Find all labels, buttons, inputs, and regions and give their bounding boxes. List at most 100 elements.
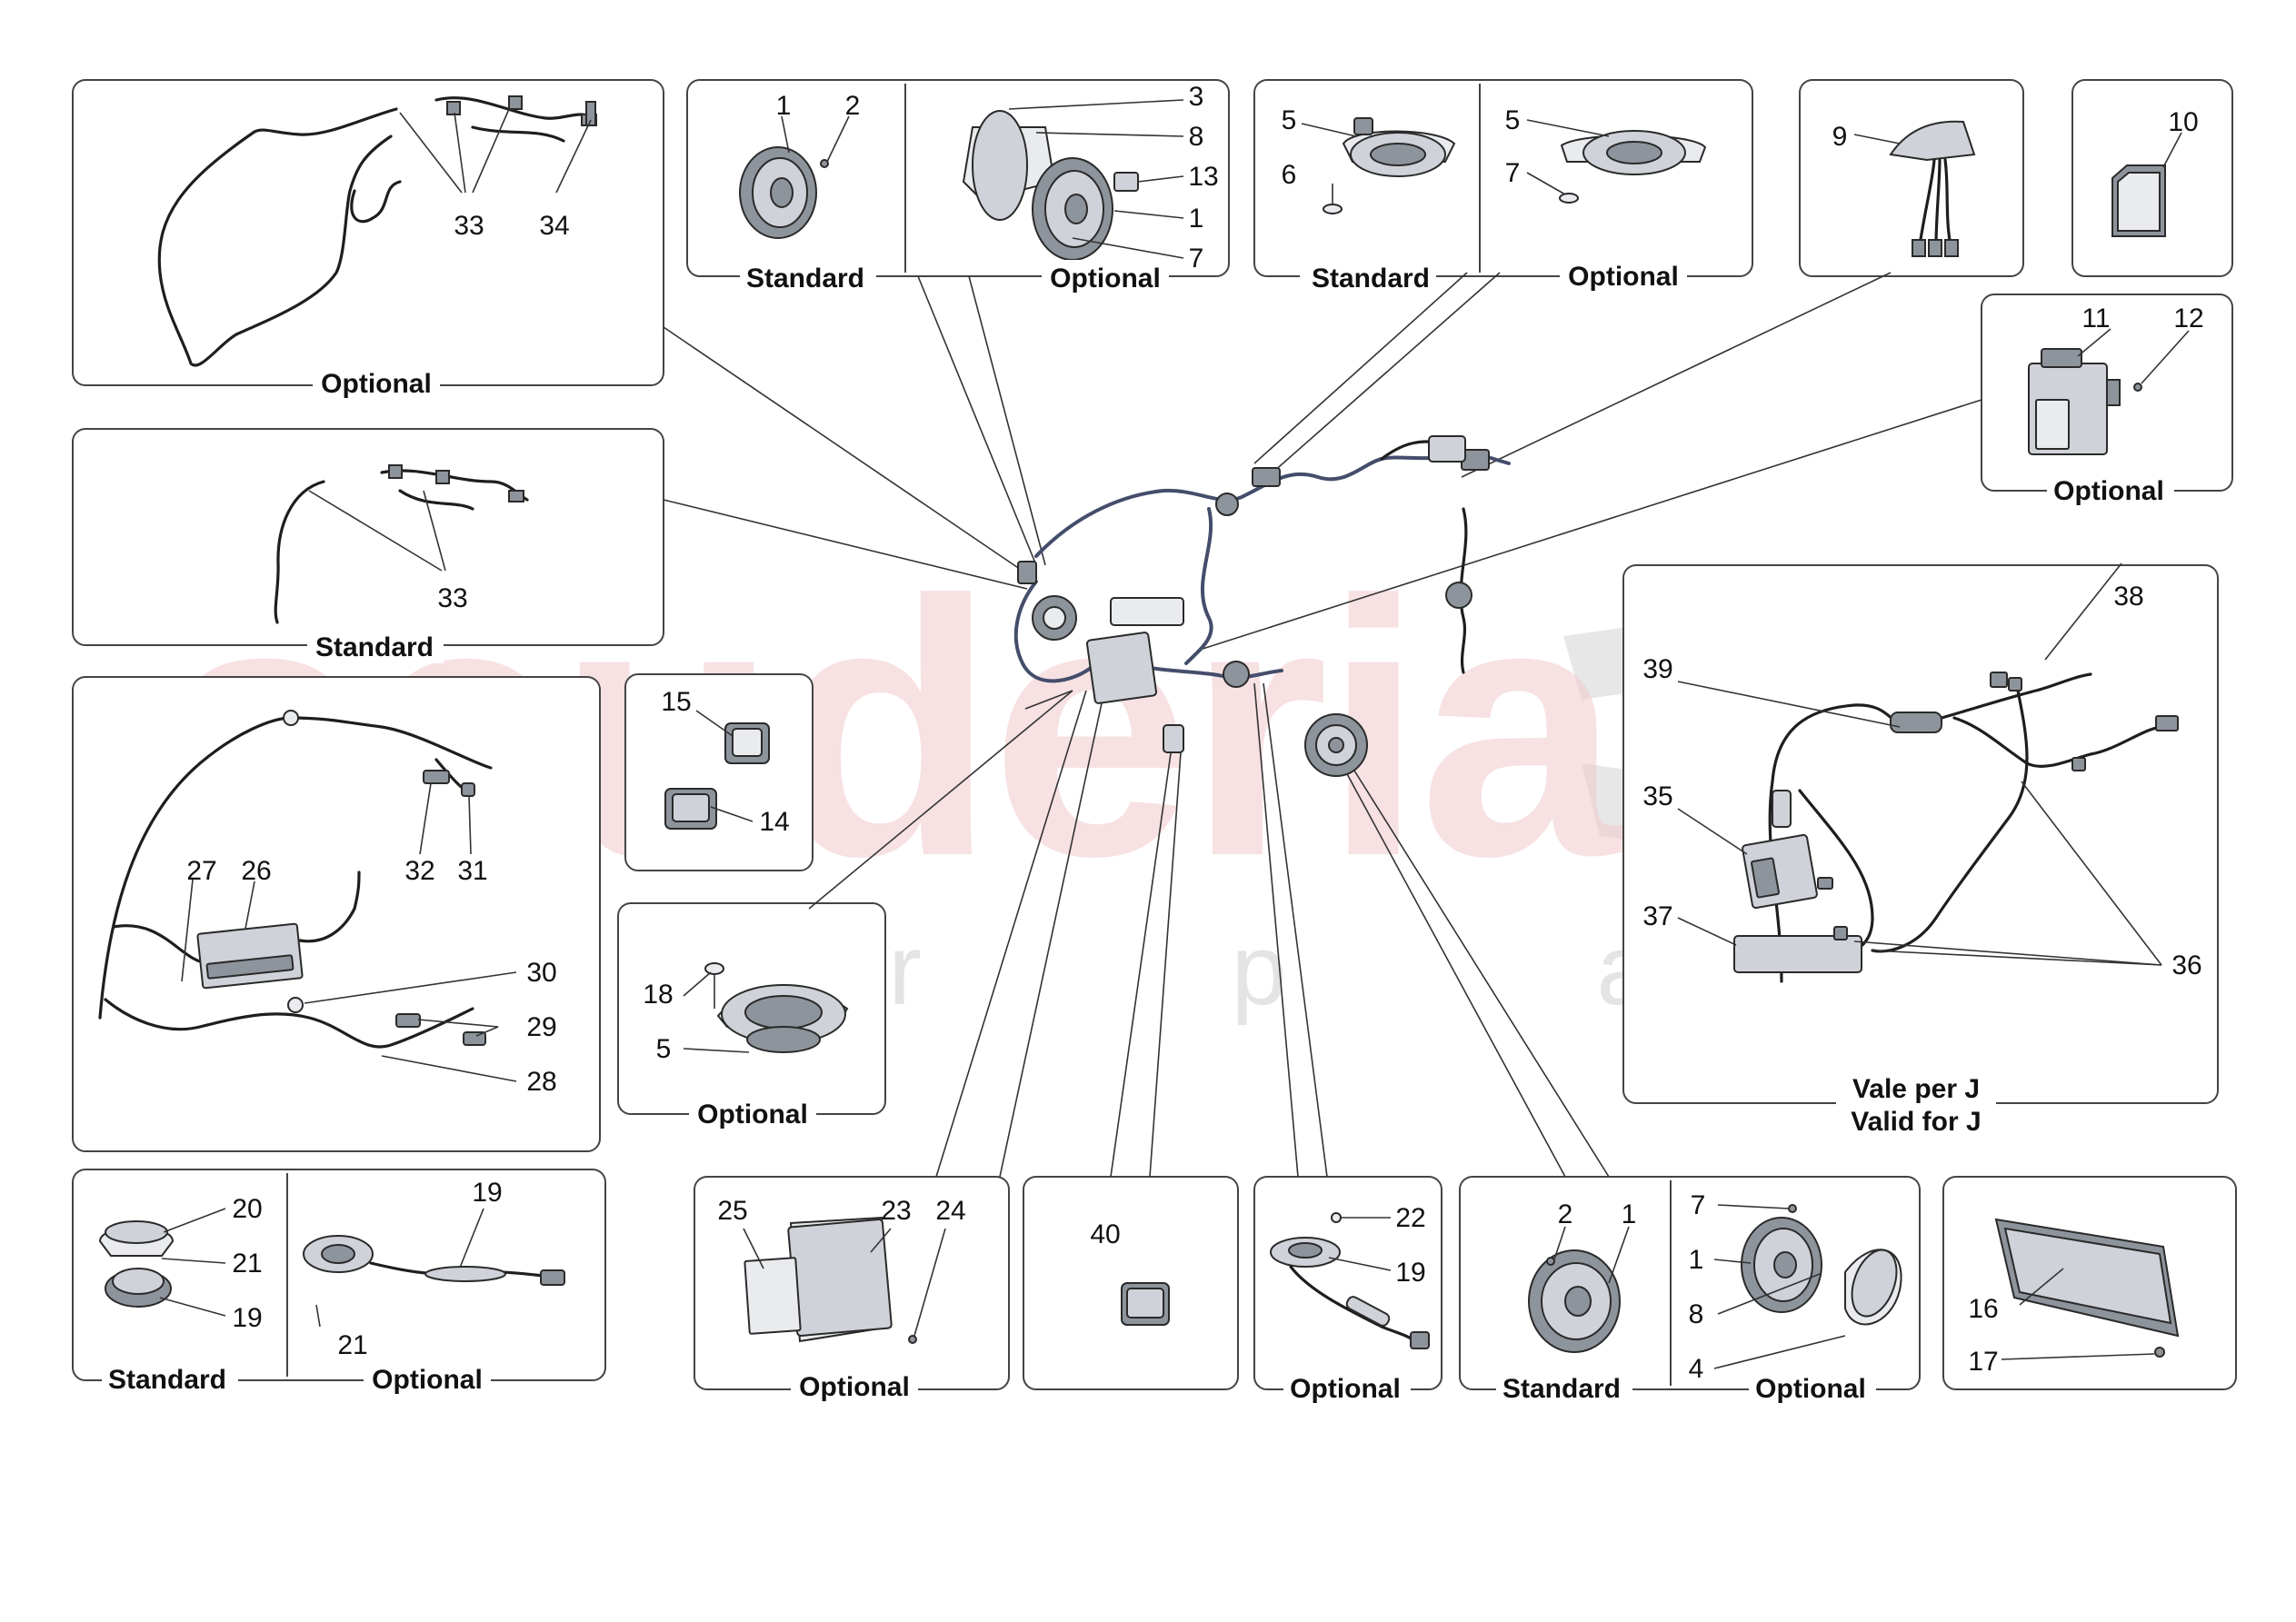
callout-7: 7 <box>1505 158 1521 188</box>
caption-optional: Optional <box>1755 1374 1866 1404</box>
callout-8: 8 <box>1189 122 1204 152</box>
callout-2: 2 <box>1558 1199 1573 1229</box>
callout-numbers: 33 34 33 27 26 32 31 30 29 28 20 21 19 1… <box>186 82 2203 1384</box>
callout-3: 3 <box>1189 82 1204 112</box>
callout-20: 20 <box>232 1194 262 1224</box>
callout-36: 36 <box>2171 950 2201 980</box>
callout-37: 37 <box>1642 901 1672 931</box>
callout-28: 28 <box>526 1067 556 1097</box>
panel-switches <box>624 673 814 871</box>
panel-tweeter <box>1253 79 1753 277</box>
callout-11: 11 <box>2081 304 2110 333</box>
captions: Optional Standard Standard Optional Stan… <box>102 260 2174 1405</box>
amplifier-26 <box>196 922 304 990</box>
callout-13: 13 <box>1188 162 1218 192</box>
caption-optional: Optional <box>799 1372 910 1402</box>
callout-7: 7 <box>1189 244 1204 274</box>
callout-1: 1 <box>776 91 792 121</box>
caption-optional: Optional <box>1290 1374 1401 1404</box>
callout-39: 39 <box>1642 654 1672 684</box>
callout-1: 1 <box>1189 204 1204 234</box>
callout-5: 5 <box>1505 105 1521 135</box>
caption-standard: Standard <box>746 264 864 294</box>
callout-35: 35 <box>1642 781 1672 811</box>
callout-5: 5 <box>656 1034 672 1064</box>
switches-artwork <box>664 710 770 830</box>
sd-card-artwork <box>2111 132 2182 237</box>
callout-5: 5 <box>1282 105 1297 135</box>
speaker-19-artwork <box>98 1208 565 1328</box>
callout-14: 14 <box>759 807 789 837</box>
callout-34: 34 <box>539 211 569 241</box>
callout-17: 17 <box>1968 1347 1998 1377</box>
callout-33: 33 <box>454 211 484 241</box>
woofer-artwork <box>1528 1204 1902 1369</box>
callout-29: 29 <box>526 1012 556 1042</box>
antenna-artwork <box>1853 120 1976 257</box>
callout-23: 23 <box>881 1196 911 1226</box>
callout-31: 31 <box>457 856 487 886</box>
callout-4: 4 <box>1689 1354 1704 1384</box>
callout-24: 24 <box>935 1196 965 1226</box>
callout-32: 32 <box>404 856 434 886</box>
caption-optional: Optional <box>372 1365 483 1395</box>
callout-26: 26 <box>241 856 271 886</box>
panel-harness-optional <box>72 79 664 386</box>
callout-10: 10 <box>2168 107 2198 137</box>
callout-22: 22 <box>1395 1203 1425 1233</box>
caption-optional: Optional <box>2053 476 2164 506</box>
callout-9: 9 <box>1832 122 1848 152</box>
callout-21: 21 <box>337 1330 367 1360</box>
panel-speaker-19 <box>72 1169 606 1381</box>
caption-standard: Standard <box>108 1365 226 1395</box>
panel-valid-for-j <box>1622 564 2219 1104</box>
head-unit-artwork <box>743 1216 946 1344</box>
caption-valid-for-j: Valid for J <box>1851 1107 1981 1137</box>
callout-1: 1 <box>1622 1199 1637 1229</box>
caption-standard: Standard <box>1312 264 1430 294</box>
panel-antenna <box>1799 79 2024 277</box>
callout-8: 8 <box>1689 1299 1704 1329</box>
rear-speaker-assembly <box>1304 713 1368 777</box>
speaker-22-artwork <box>1270 1212 1430 1349</box>
ecu-16-artwork <box>1994 1218 2180 1360</box>
callout-16: 16 <box>1968 1294 1998 1324</box>
callout-7: 7 <box>1691 1190 1706 1220</box>
callout-27: 27 <box>186 856 216 886</box>
assembly-leader-lines <box>663 272 1982 1178</box>
central-wiring-assembly <box>1013 435 1511 777</box>
panel-amplifier-harness <box>72 676 601 1152</box>
callout-21: 21 <box>232 1249 262 1279</box>
door-speaker-artwork <box>739 99 1184 261</box>
callout-12: 12 <box>2173 304 2203 333</box>
callout-18: 18 <box>643 980 673 1010</box>
callout-33: 33 <box>437 583 467 613</box>
valid-for-j-artwork <box>1677 562 2179 983</box>
caption-standard: Standard <box>1502 1374 1621 1404</box>
amplifier-harness-artwork <box>98 710 517 1082</box>
module-11-artwork <box>2028 328 2190 455</box>
module-35 <box>1742 833 1818 910</box>
panel-harness-standard <box>72 428 664 646</box>
harness-standard-artwork <box>274 464 529 624</box>
callout-19: 19 <box>472 1178 502 1208</box>
callout-25: 25 <box>717 1196 747 1226</box>
caption-optional: Optional <box>1050 264 1161 294</box>
callout-40: 40 <box>1090 1219 1120 1249</box>
tweeter-artwork <box>1301 117 1707 214</box>
callout-15: 15 <box>661 687 691 717</box>
callout-38: 38 <box>2113 582 2143 612</box>
caption-optional: Optional <box>321 369 432 399</box>
caption-vale-per-j: Vale per J <box>1852 1074 1980 1104</box>
callout-1: 1 <box>1689 1245 1704 1275</box>
callout-6: 6 <box>1282 160 1297 190</box>
callout-2: 2 <box>845 91 861 121</box>
caption-optional: Optional <box>697 1100 808 1129</box>
caption-standard: Standard <box>315 632 434 662</box>
callout-19: 19 <box>232 1303 262 1333</box>
part-40-artwork <box>1121 1282 1170 1326</box>
speaker-5-artwork <box>683 962 849 1053</box>
harness-optional-artwork <box>157 95 597 367</box>
caption-optional: Optional <box>1568 262 1679 292</box>
